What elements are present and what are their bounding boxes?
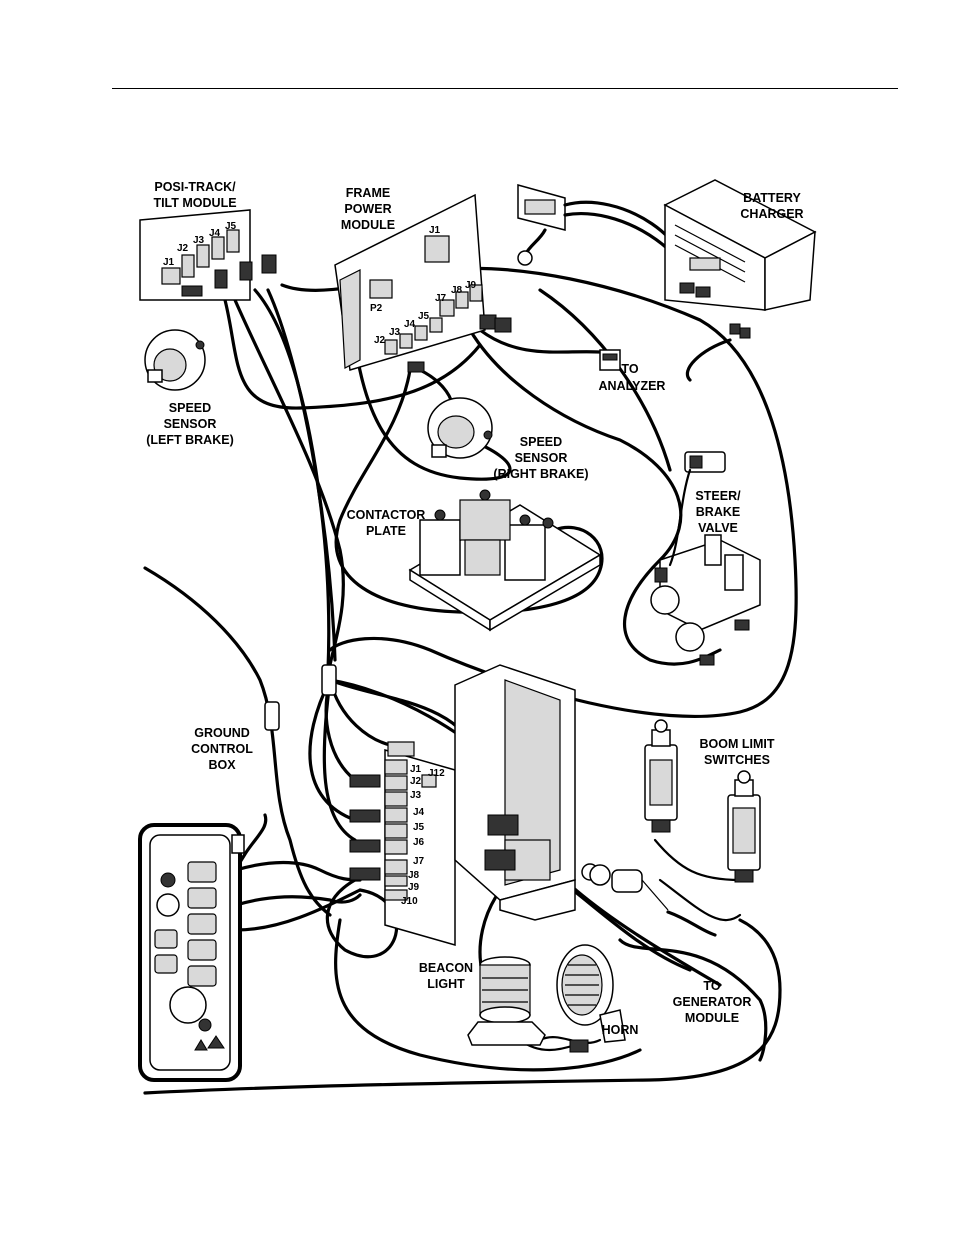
steer-brake-valve: [650, 451, 761, 666]
svg-text:J8: J8: [451, 285, 463, 296]
svg-text:CONTROL: CONTROL: [191, 742, 253, 756]
svg-text:J2: J2: [374, 335, 386, 346]
svg-text:J1: J1: [429, 225, 441, 236]
svg-text:J3: J3: [193, 235, 205, 246]
label-analyzer: TO ANALYZER: [599, 362, 666, 393]
svg-text:J1: J1: [410, 764, 422, 775]
svg-text:POWER: POWER: [344, 202, 391, 216]
svg-text:J6: J6: [413, 837, 425, 848]
label-ground-control: GROUND CONTROL BOX: [191, 726, 253, 772]
svg-text:TILT MODULE: TILT MODULE: [153, 196, 236, 210]
svg-text:J5: J5: [418, 311, 430, 322]
label-posi-track: POSI-TRACK/ TILT MODULE: [153, 180, 236, 210]
svg-text:TO: TO: [621, 362, 638, 376]
svg-text:CONTACTOR: CONTACTOR: [347, 508, 426, 522]
svg-text:J12: J12: [428, 768, 445, 779]
svg-text:J9: J9: [408, 882, 420, 893]
svg-text:SENSOR: SENSOR: [515, 451, 568, 465]
svg-text:BATTERY: BATTERY: [743, 191, 801, 205]
svg-text:J2: J2: [177, 243, 189, 254]
svg-text:J10: J10: [401, 896, 418, 907]
label-frame-power: FRAME POWER MODULE: [341, 186, 395, 232]
svg-text:J3: J3: [410, 790, 422, 801]
svg-text:MODULE: MODULE: [685, 1011, 739, 1025]
posi-track-connector-labels: J1 J2 J3 J4 J5: [163, 221, 237, 268]
battery-charger: [663, 179, 817, 339]
splice-upper: [321, 664, 337, 696]
generator-connector: [581, 863, 717, 937]
svg-text:J4: J4: [413, 807, 425, 818]
svg-text:GENERATOR: GENERATOR: [673, 995, 752, 1009]
wire-harness: [143, 266, 798, 1095]
svg-text:J9: J9: [465, 280, 477, 291]
frame-power-connector-labels: J1 P2 J2 J3 J4 J5 J7 J8 J9: [370, 225, 477, 346]
ground-box-panel: [349, 664, 576, 946]
svg-text:BEACON: BEACON: [419, 961, 473, 975]
analyzer-connector: [599, 349, 621, 371]
label-boom-limit: BOOM LIMIT SWITCHES: [700, 737, 775, 767]
splice-lower: [264, 701, 280, 731]
svg-text:SPEED: SPEED: [520, 435, 562, 449]
svg-text:BRAKE: BRAKE: [696, 505, 740, 519]
svg-text:J7: J7: [413, 856, 425, 867]
frame-power-module: [334, 193, 512, 373]
ground-box-connectors: [349, 741, 437, 901]
ground-control-box: [138, 823, 245, 1082]
speed-sensor-left: [144, 329, 206, 391]
svg-text:BOX: BOX: [208, 758, 236, 772]
svg-text:(LEFT BRAKE): (LEFT BRAKE): [146, 433, 234, 447]
svg-text:J7: J7: [435, 293, 447, 304]
svg-text:STEER/: STEER/: [695, 489, 741, 503]
svg-text:J5: J5: [413, 822, 425, 833]
label-battery-charger: BATTERY CHARGER: [740, 191, 803, 221]
label-steer-brake: STEER/ BRAKE VALVE: [695, 489, 741, 535]
label-horn: HORN: [602, 1023, 639, 1037]
svg-text:LIGHT: LIGHT: [427, 977, 465, 991]
svg-text:TO: TO: [703, 979, 720, 993]
svg-text:P2: P2: [370, 303, 383, 314]
svg-text:J3: J3: [389, 327, 401, 338]
svg-text:SENSOR: SENSOR: [164, 417, 217, 431]
horn: [556, 944, 626, 1053]
boom-limit-switch-1: [644, 719, 678, 833]
label-contactor: CONTACTOR PLATE: [347, 508, 426, 538]
speed-sensor-right: [427, 397, 493, 459]
beacon-light: [467, 956, 546, 1046]
svg-text:MODULE: MODULE: [341, 218, 395, 232]
svg-text:CHARGER: CHARGER: [740, 207, 803, 221]
svg-text:FRAME: FRAME: [346, 186, 390, 200]
label-speed-left: SPEED SENSOR (LEFT BRAKE): [146, 401, 234, 447]
svg-text:BOOM LIMIT: BOOM LIMIT: [700, 737, 775, 751]
svg-text:SPEED: SPEED: [169, 401, 211, 415]
svg-text:SWITCHES: SWITCHES: [704, 753, 770, 767]
boom-limit-switch-2: [727, 770, 761, 883]
svg-text:ANALYZER: ANALYZER: [599, 379, 666, 393]
svg-text:J8: J8: [408, 870, 420, 881]
contactor-plate: [408, 489, 602, 632]
svg-text:PLATE: PLATE: [366, 524, 406, 538]
svg-text:POSI-TRACK/: POSI-TRACK/: [154, 180, 236, 194]
svg-text:VALVE: VALVE: [698, 521, 738, 535]
svg-text:J5: J5: [225, 221, 237, 232]
svg-text:J4: J4: [404, 319, 416, 330]
svg-text:J4: J4: [209, 228, 221, 239]
svg-text:J2: J2: [410, 776, 422, 787]
label-beacon: BEACON LIGHT: [419, 961, 473, 991]
posi-track-tilt-module: [139, 209, 277, 301]
svg-text:J1: J1: [163, 257, 175, 268]
ground-box-connector-labels: J1 J2 J3 J4 J5 J6 J7 J8 J9 J10 J12: [401, 764, 445, 907]
svg-text:GROUND: GROUND: [194, 726, 250, 740]
label-generator: TO GENERATOR MODULE: [673, 979, 752, 1025]
header-rule: [112, 88, 898, 89]
svg-text:(RIGHT BRAKE): (RIGHT BRAKE): [493, 467, 588, 481]
label-speed-right: SPEED SENSOR (RIGHT BRAKE): [493, 435, 588, 481]
